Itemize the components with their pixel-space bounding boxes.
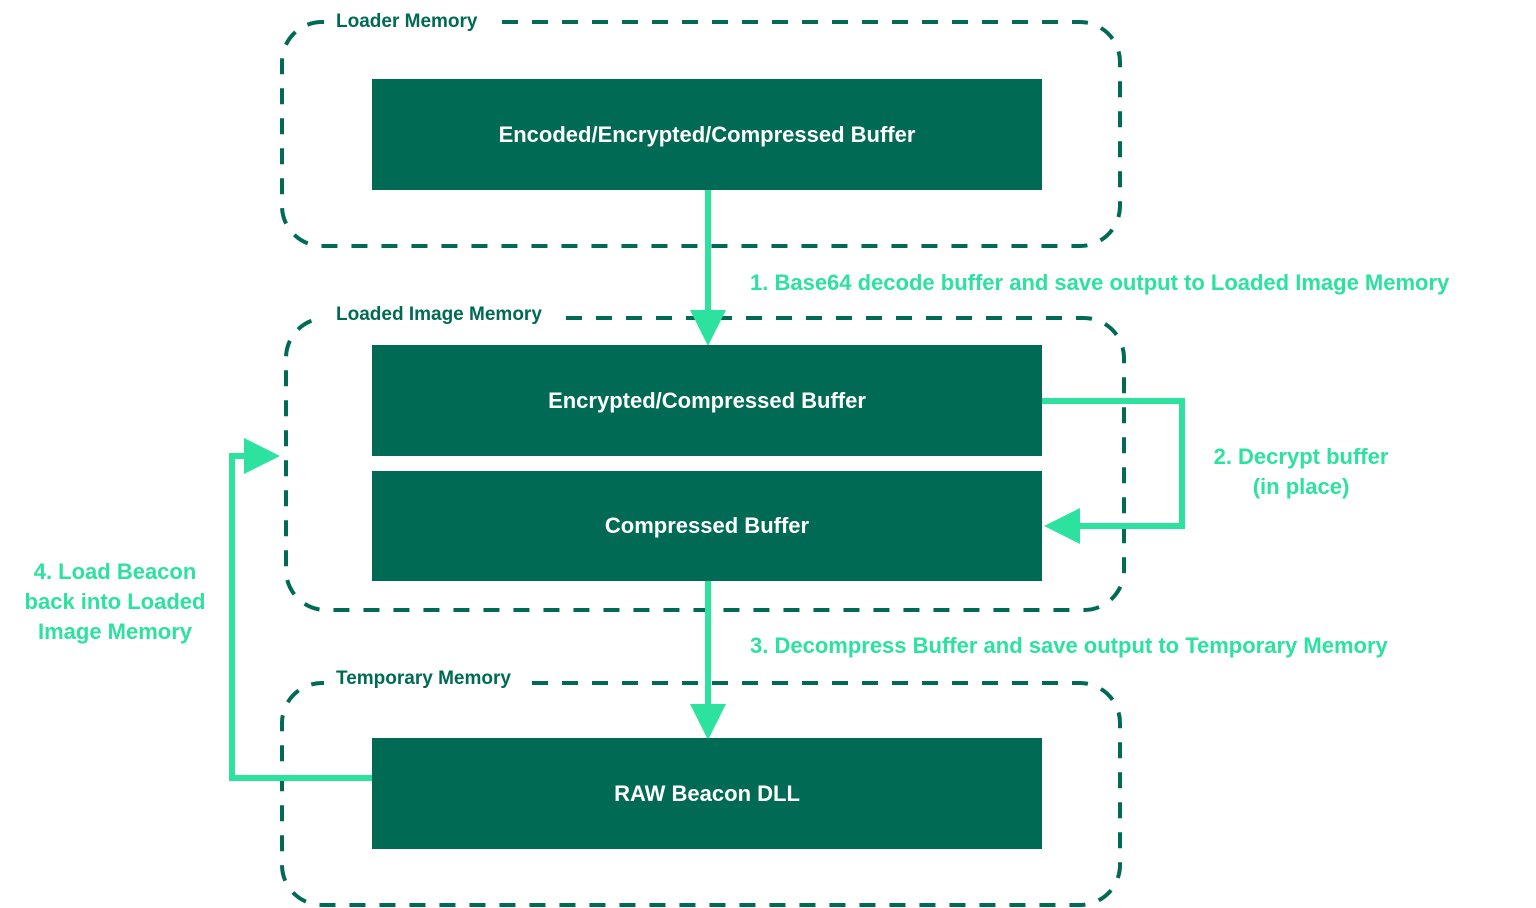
step1-label: 1. Base64 decode buffer and save output … [750,270,1450,295]
arrow-step2 [1042,398,1185,544]
step2-line1: 2. Decrypt buffer [1213,444,1389,469]
temporary-memory-label: Temporary Memory [324,667,523,691]
compressed-buffer-box: Compressed Buffer [372,471,1042,581]
step3-label: 3. Decompress Buffer and save output to … [750,633,1388,658]
step2-line2: (in place) [1252,474,1350,499]
loader-memory-group [280,20,1122,248]
loaded-image-memory-label: Loaded Image Memory [324,303,554,327]
arrow-step4 [229,438,372,781]
step4-line3: Image Memory [37,619,193,644]
step2-label: 2. Decrypt buffer (in place) [1196,442,1406,502]
step4-line1: 4. Load Beacon [33,559,197,584]
step4-line2: back into Loaded [24,589,206,614]
encoded-buffer-box: Encoded/Encrypted/Compressed Buffer [372,79,1042,190]
loader-memory-label: Loader Memory [324,10,490,34]
encrypted-buffer-box: Encrypted/Compressed Buffer [372,345,1042,456]
step4-label: 4. Load Beacon back into Loaded Image Me… [10,557,220,647]
raw-beacon-dll-box: RAW Beacon DLL [372,738,1042,849]
